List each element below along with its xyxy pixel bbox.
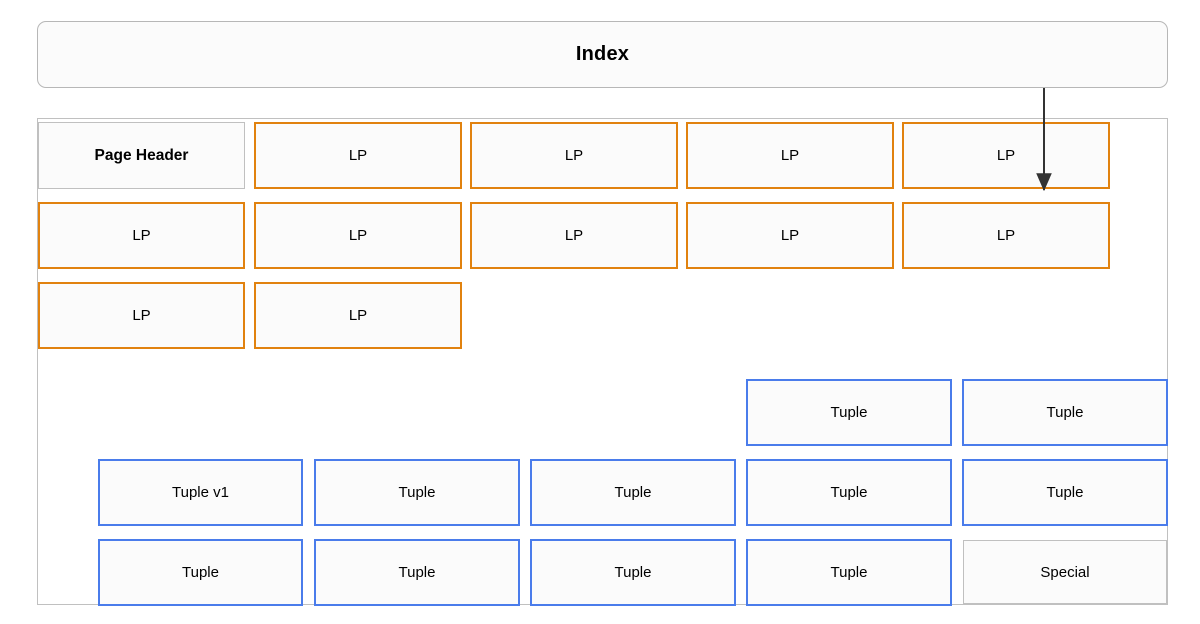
tuple-row1-col4[interactable]: Tuple — [746, 379, 952, 446]
lp-row1-col2[interactable]: LP — [254, 122, 462, 189]
lp-row3-col2[interactable]: LP — [254, 282, 462, 349]
tuple-row3-col1[interactable]: Tuple — [98, 539, 303, 606]
page-header-cell[interactable]: Page Header — [38, 122, 245, 189]
lp-row1-col4[interactable]: LP — [686, 122, 894, 189]
lp-row3-col1[interactable]: LP — [38, 282, 245, 349]
lp-row1-col5[interactable]: LP — [902, 122, 1110, 189]
tuple-row1-col5[interactable]: Tuple — [962, 379, 1168, 446]
lp-row2-col2[interactable]: LP — [254, 202, 462, 269]
heap-page-container — [37, 118, 1168, 605]
tuple-row2-col5[interactable]: Tuple — [962, 459, 1168, 526]
tuple-row3-col4[interactable]: Tuple — [746, 539, 952, 606]
lp-row2-col4[interactable]: LP — [686, 202, 894, 269]
tuple-row2-col2[interactable]: Tuple — [314, 459, 520, 526]
tuple-row2-col4[interactable]: Tuple — [746, 459, 952, 526]
lp-row2-col5[interactable]: LP — [902, 202, 1110, 269]
tuple-row3-col2[interactable]: Tuple — [314, 539, 520, 606]
tuple-row2-col1[interactable]: Tuple v1 — [98, 459, 303, 526]
lp-row1-col3[interactable]: LP — [470, 122, 678, 189]
tuple-row3-col3[interactable]: Tuple — [530, 539, 736, 606]
lp-row2-col1[interactable]: LP — [38, 202, 245, 269]
index-box[interactable]: Index — [37, 21, 1168, 88]
lp-row2-col3[interactable]: LP — [470, 202, 678, 269]
tuple-row2-col3[interactable]: Tuple — [530, 459, 736, 526]
special-cell[interactable]: Special — [963, 540, 1167, 604]
